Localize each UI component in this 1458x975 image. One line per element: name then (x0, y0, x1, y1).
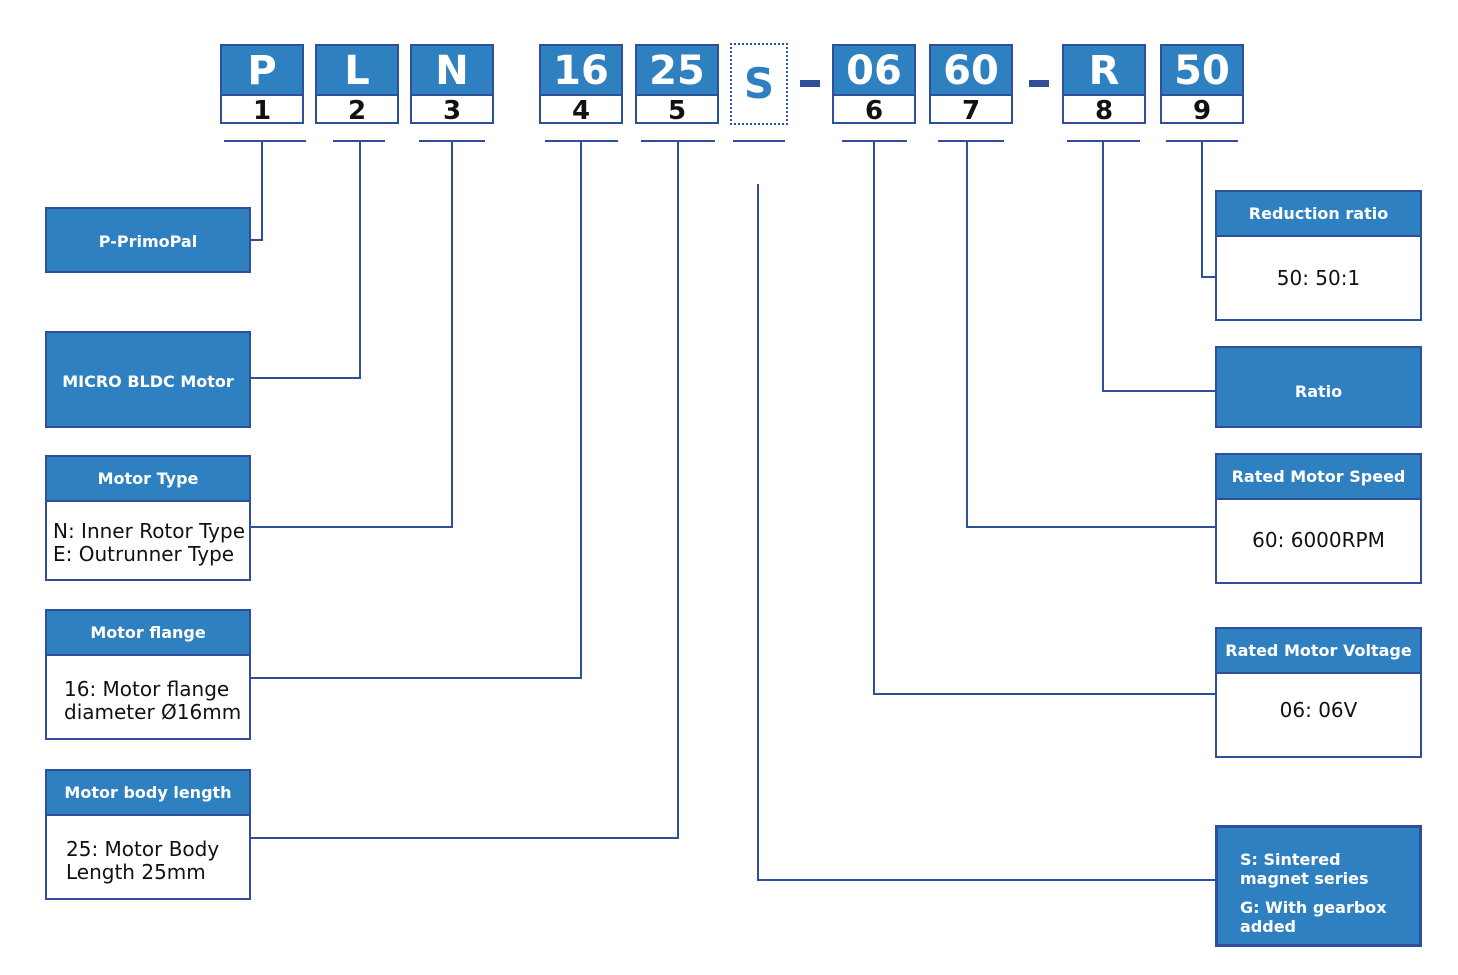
body-length-line: Length 25mm (66, 860, 206, 884)
flange-box: Motor flange diameter 16: Motor flange d… (45, 609, 251, 740)
reduction-ratio-value: 50: 50:1 (1276, 266, 1361, 290)
body-length-line: 25: Motor Body (66, 837, 220, 861)
reduction-ratio-title: Reduction ratio (1217, 192, 1420, 237)
code-letter: S (743, 59, 775, 108)
code-index: 5 (667, 96, 687, 126)
code-segment-5: 25 5 (635, 44, 719, 126)
body-length-title: Motor body length (47, 771, 249, 816)
category-box: MICRO BLDC Motor (45, 331, 251, 428)
voltage-title: Rated Motor Voltage (1217, 629, 1420, 674)
code-index: 7 (961, 96, 981, 126)
code-segment-1: P 1 (220, 44, 304, 126)
code-letter: 25 (637, 46, 717, 96)
code-letter: L (317, 46, 397, 96)
code-segment-9: 50 9 (1160, 44, 1244, 126)
brand-label: P-PrimoPal (98, 232, 198, 251)
series-line: G: With gearbox added (1240, 898, 1387, 936)
speed-box: Rated Motor Speed 60: 6000RPM (1215, 453, 1422, 584)
ratio-box: Ratio (1215, 346, 1422, 428)
category-label: MICRO BLDC Motor (62, 372, 234, 391)
motor-type-line: E: Outrunner Type (53, 542, 235, 566)
reduction-ratio-box: Reduction ratio 50: 50:1 (1215, 190, 1422, 321)
code-index: 8 (1094, 96, 1114, 126)
separator-dash (800, 80, 820, 87)
code-segment-6: 06 6 (832, 44, 916, 126)
code-index: 6 (864, 96, 884, 126)
code-letter: 50 (1162, 46, 1242, 96)
code-index: 4 (571, 96, 591, 126)
motor-type-box: Motor Type N: Inner Rotor Type E: Outrun… (45, 455, 251, 581)
speed-title: Rated Motor Speed (1217, 455, 1420, 500)
motor-type-title: Motor Type (47, 457, 249, 502)
code-index: 9 (1192, 96, 1212, 126)
body-length-box: Motor body length 25: Motor Body Length … (45, 769, 251, 900)
series-box: S: Sintered magnet series G: With gearbo… (1215, 825, 1422, 947)
separator-dash (1029, 80, 1049, 87)
voltage-value: 06: 06V (1279, 698, 1358, 722)
code-index: 1 (252, 96, 272, 126)
flange-line: diameter Ø16mm (64, 700, 242, 724)
code-letter: 16 (541, 46, 621, 96)
code-letter: N (412, 46, 492, 96)
code-segment-3: N 3 (410, 44, 494, 126)
series-line: S: Sintered magnet series (1240, 850, 1369, 888)
code-segment-8: R 8 (1062, 44, 1146, 126)
flange-line: 16: Motor flange (64, 677, 230, 701)
code-segment-2: L 2 (315, 44, 399, 126)
code-letter: 60 (931, 46, 1011, 96)
motor-type-line: N: Inner Rotor Type (53, 519, 246, 543)
code-segment-4: 16 4 (539, 44, 623, 126)
code-index: 3 (442, 96, 462, 126)
code-letter: R (1064, 46, 1144, 96)
code-letter: P (222, 46, 302, 96)
code-segment-7: 60 7 (929, 44, 1013, 126)
code-index: 2 (347, 96, 367, 126)
code-segment-series: S (730, 43, 788, 125)
code-letter: 06 (834, 46, 914, 96)
voltage-box: Rated Motor Voltage 06: 06V (1215, 627, 1422, 758)
speed-value: 60: 6000RPM (1252, 528, 1385, 552)
flange-title: Motor flange diameter (47, 611, 249, 686)
brand-box: P-PrimoPal (45, 207, 251, 273)
ratio-label: Ratio (1294, 382, 1343, 401)
